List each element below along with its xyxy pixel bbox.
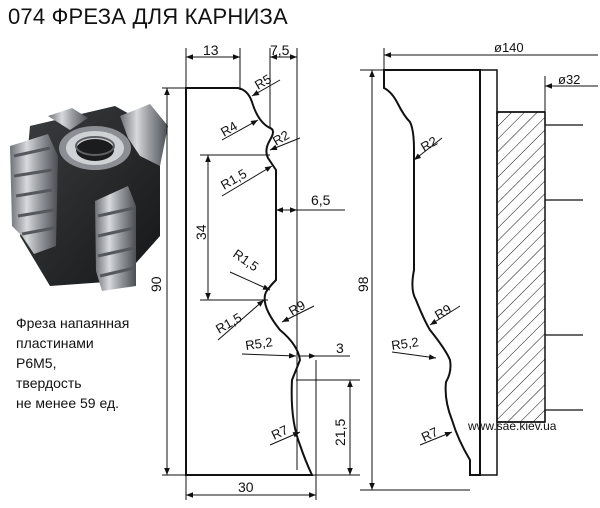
- dim-diameter-140: ø140: [494, 40, 524, 55]
- description-text: Фреза напаянная пластинами Р6М5, твердос…: [16, 313, 129, 413]
- page-title: 074 ФРЕЗА ДЛЯ КАРНИЗА: [8, 4, 288, 29]
- tool-radius-r7: R7: [419, 424, 440, 445]
- cutter-photo: [10, 104, 168, 291]
- description-line: Фреза напаянная: [16, 315, 130, 331]
- dim-21-5: 21,5: [332, 419, 348, 446]
- dim-6-5: 6,5: [311, 192, 331, 208]
- dim-7-5: 7,5: [270, 42, 290, 58]
- tool-outline: [383, 69, 481, 476]
- dim-34: 34: [193, 224, 209, 240]
- radius-r1-5-lower: R1,5: [213, 310, 244, 337]
- radius-r1-5-middle: R1,5: [230, 246, 261, 274]
- watermark-url: www.sae.kiev.ua: [467, 419, 557, 433]
- dim-3: 3: [336, 340, 344, 356]
- radius-r7: R7: [269, 422, 290, 443]
- tool-radius-r5-2: R5,2: [390, 334, 419, 353]
- tool-drawing: [360, 48, 598, 491]
- dim-13: 13: [203, 42, 219, 58]
- description-line: Р6М5,: [16, 355, 57, 371]
- description-line: не менее 59 ед.: [16, 395, 120, 411]
- profile-drawing: [162, 48, 360, 500]
- dim-98: 98: [355, 276, 371, 292]
- tool-radius-r9: R9: [432, 301, 454, 322]
- dim-90: 90: [148, 276, 164, 292]
- radius-r2: R2: [270, 127, 292, 148]
- radius-r5: R5: [252, 71, 274, 92]
- description-line: пластинами: [16, 335, 94, 351]
- dim-diameter-32: ø32: [558, 72, 580, 87]
- dim-30: 30: [238, 479, 254, 495]
- profile-outline: [185, 87, 314, 476]
- radius-r4: R4: [218, 118, 240, 139]
- radius-r9: R9: [286, 297, 308, 318]
- tool-radius-r2: R2: [418, 133, 440, 154]
- radius-r5-2: R5,2: [244, 334, 273, 353]
- description-line: твердость: [16, 375, 82, 391]
